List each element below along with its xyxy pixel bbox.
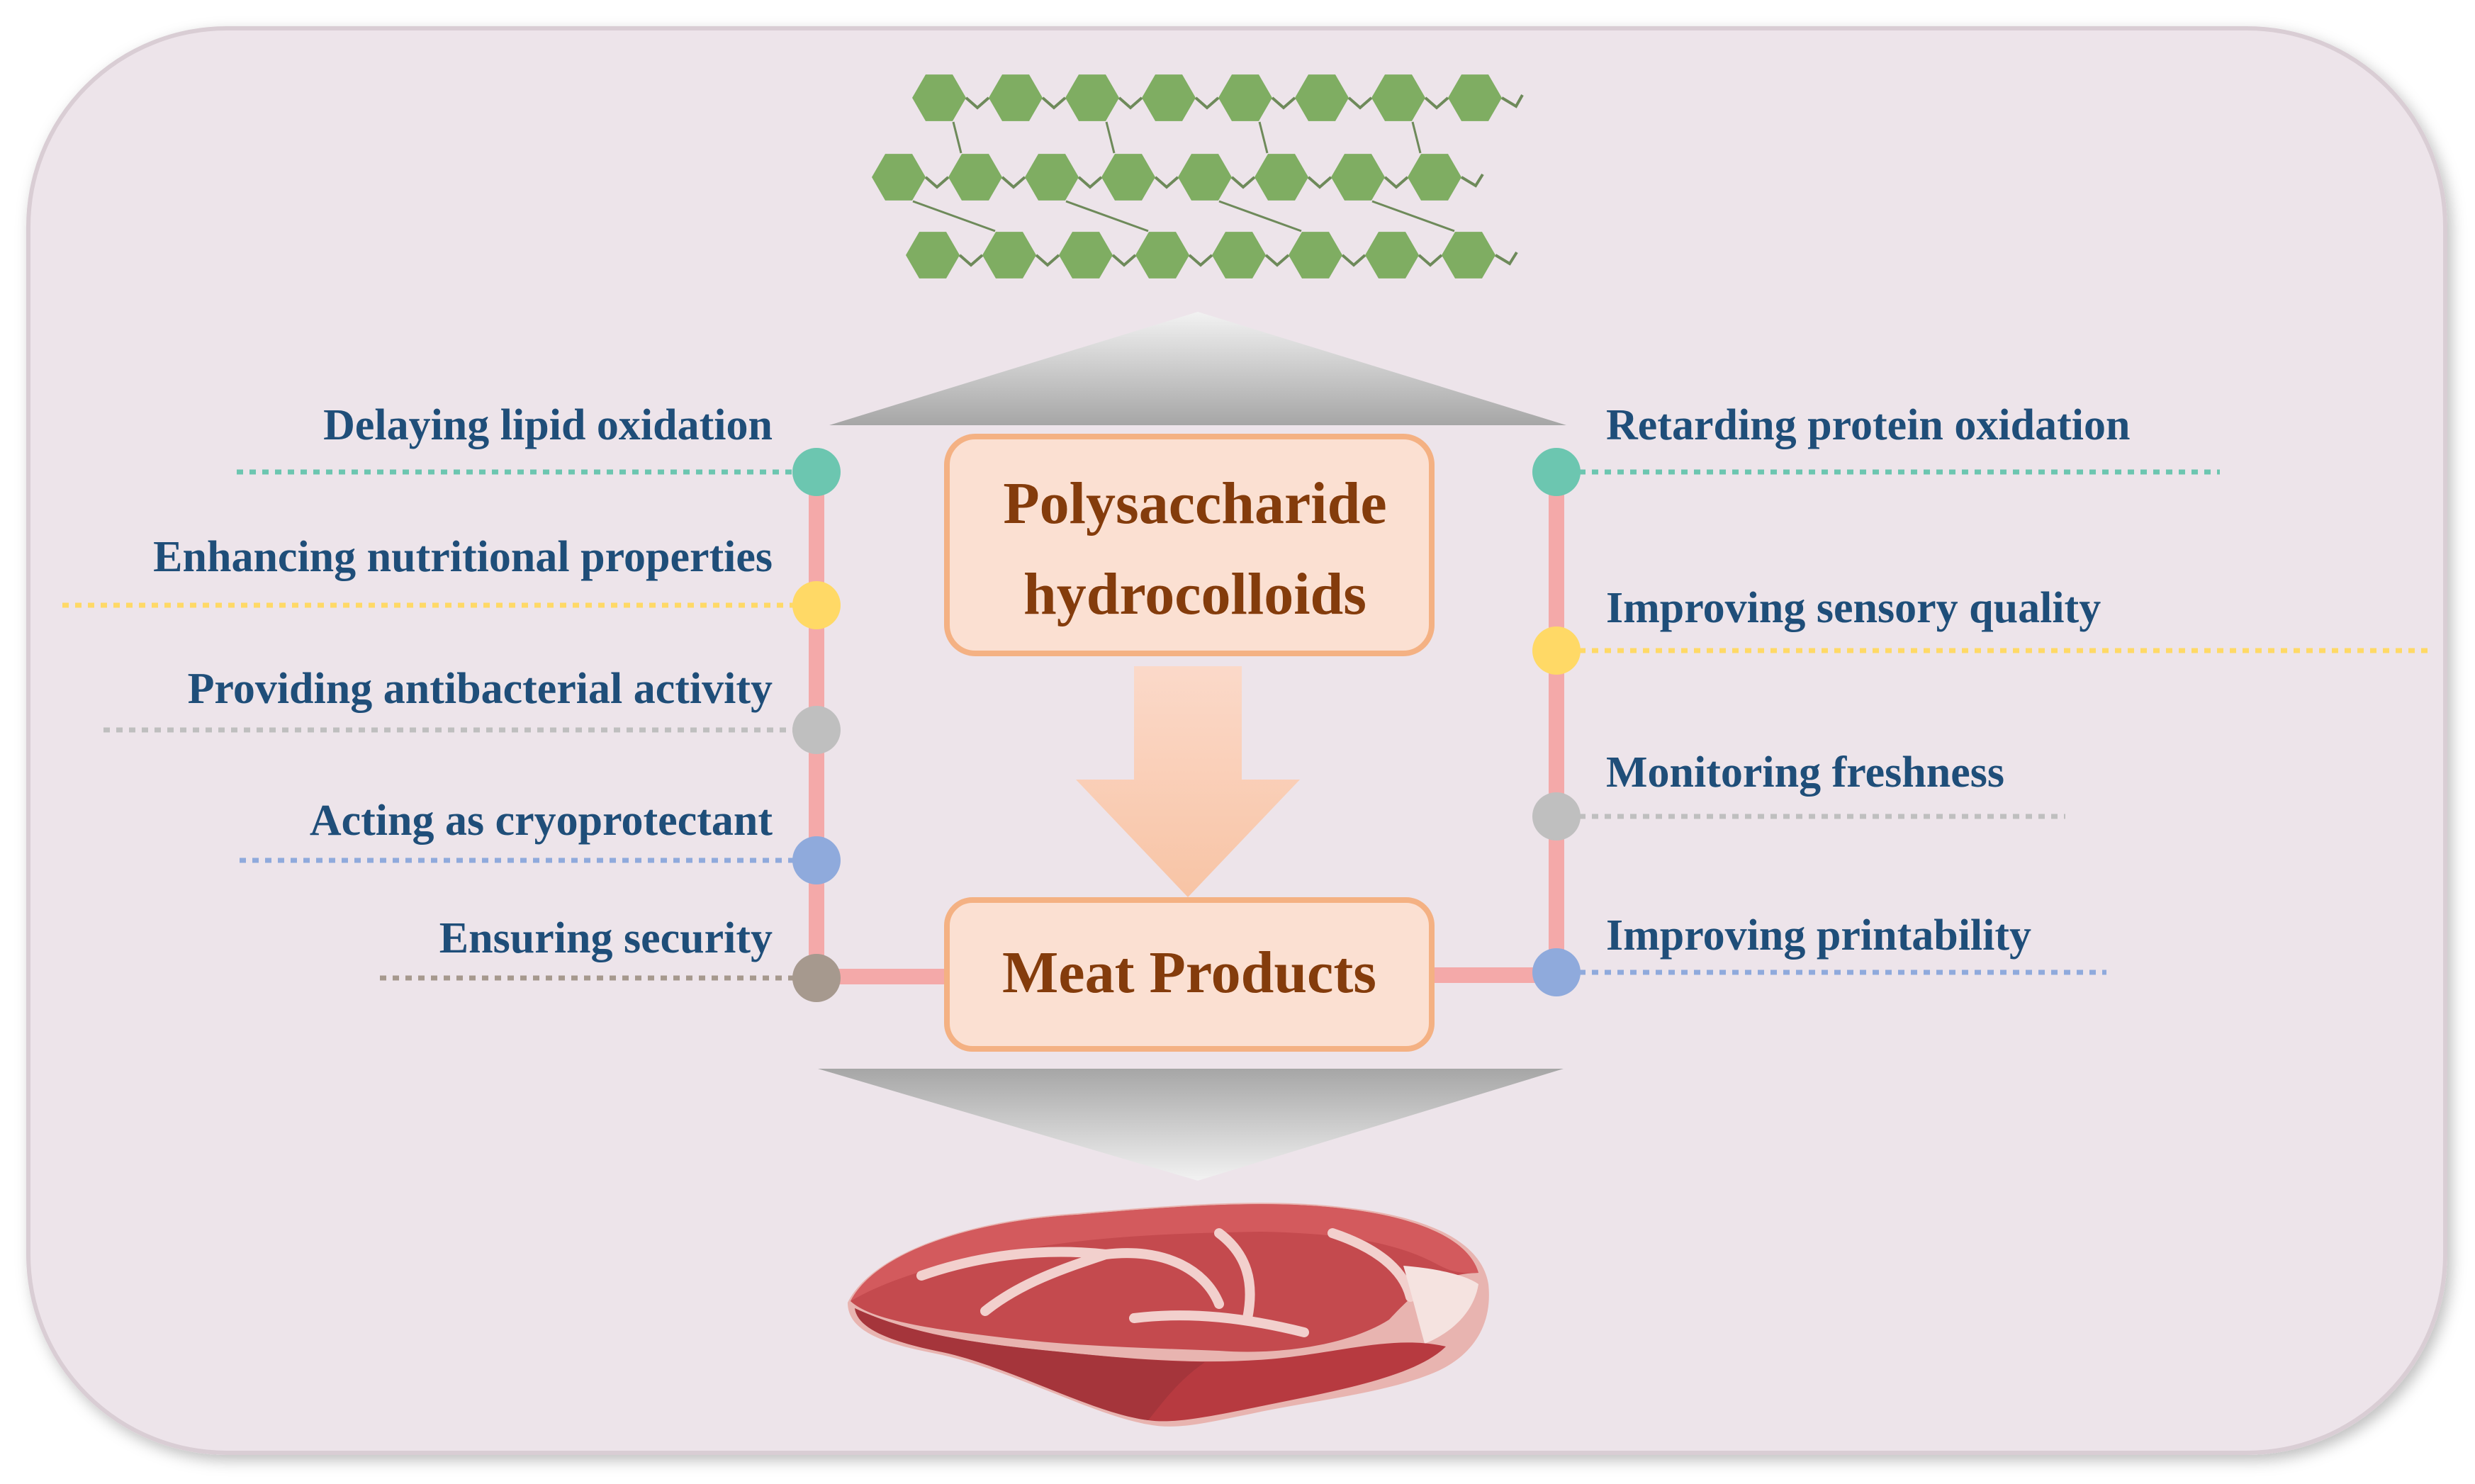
left-item: Enhancing nutritional properties [62, 533, 841, 629]
sugar-ring [1295, 74, 1349, 121]
branch-link [1411, 121, 1422, 154]
steak-icon [848, 1203, 1489, 1427]
sugar-ring [1331, 154, 1385, 201]
connector-dot [792, 581, 841, 629]
glycosidic-bond [1264, 254, 1290, 267]
target-label: Meat Products [1002, 940, 1376, 1006]
left-item: Providing antibacterial activity [103, 665, 841, 754]
glycosidic-bond [1271, 96, 1296, 110]
glycosidic-bond [1041, 96, 1067, 110]
left-item: Delaying lipid oxidation [237, 401, 841, 496]
down-arrow [1076, 666, 1300, 897]
polysaccharide-chain-icon [872, 74, 1524, 279]
glycosidic-bond [1118, 96, 1143, 110]
right-item-label: Improving printability [1606, 911, 2031, 960]
connector-dot [792, 954, 841, 1002]
sugar-ring [1178, 154, 1232, 201]
right-item: Monitoring freshness [1532, 748, 2065, 841]
branch-link [1218, 200, 1302, 232]
left-item: Acting as cryoprotectant [240, 797, 841, 884]
sugar-ring [989, 74, 1043, 121]
sugar-ring [1059, 232, 1113, 279]
sugar-ring [1289, 232, 1342, 279]
sugar-ring [1212, 232, 1266, 279]
glycosidic-bond [1347, 96, 1373, 110]
left-item-label: Ensuring security [439, 914, 773, 962]
sugar-ring [948, 154, 1002, 201]
top-triangle [829, 312, 1566, 425]
left-item: Ensuring security [380, 914, 841, 1002]
glycosidic-bond [924, 176, 950, 189]
source-line1: Polysaccharide [1003, 471, 1386, 536]
connector-dot [792, 706, 841, 754]
sugar-ring [912, 74, 966, 121]
sugar-ring [1101, 154, 1155, 201]
sugar-ring [1218, 74, 1272, 121]
right-item-label: Improving sensory quality [1606, 584, 2101, 632]
connector-dot [792, 448, 841, 496]
glycosidic-bond [1307, 176, 1332, 189]
source-line2: hydrocolloids [1023, 561, 1366, 627]
left-item-label: Acting as cryoprotectant [310, 797, 773, 845]
glycosidic-bond [1384, 176, 1409, 189]
glycosidic-bond [1111, 254, 1137, 267]
sugar-ring [872, 154, 926, 201]
branch-link [1105, 121, 1116, 154]
chain-end [1500, 94, 1524, 108]
glycosidic-bond [1424, 96, 1449, 110]
sugar-ring [1442, 232, 1495, 279]
sugar-ring [1371, 74, 1425, 121]
connector-dot [792, 836, 841, 884]
sugar-ring [982, 232, 1036, 279]
glycosidic-bond [1188, 254, 1213, 267]
sugar-ring [1408, 154, 1461, 201]
branch-link [1371, 200, 1455, 232]
branch-link [1258, 121, 1269, 154]
branch-link [1065, 200, 1149, 232]
glycosidic-bond [1194, 96, 1220, 110]
sugar-ring [1065, 74, 1119, 121]
connector-dot [1532, 626, 1581, 675]
glycosidic-bond [965, 96, 990, 110]
right-item: Improving sensory quality [1532, 584, 2432, 675]
sugar-ring [1135, 232, 1189, 279]
right-item: Retarding protein oxidation [1532, 401, 2220, 496]
sugar-ring [1448, 74, 1502, 121]
connector-dot [1532, 792, 1581, 841]
branch-link [912, 200, 996, 232]
bottom-triangle [818, 1069, 1564, 1181]
sugar-ring [1142, 74, 1196, 121]
chain-end [1460, 173, 1484, 188]
right-item: Improving printability [1532, 911, 2106, 996]
target-box: Meat Products [944, 897, 1435, 1052]
glycosidic-bond [1035, 254, 1060, 267]
glycosidic-bond [1077, 176, 1103, 189]
left-item-label: Providing antibacterial activity [188, 665, 773, 713]
sugar-ring [1025, 154, 1079, 201]
branch-link [952, 121, 962, 154]
left-item-label: Delaying lipid oxidation [323, 401, 773, 449]
glycosidic-bond [1154, 176, 1179, 189]
glycosidic-bond [958, 254, 984, 267]
right-item-label: Monitoring freshness [1606, 748, 2004, 797]
right-item-label: Retarding protein oxidation [1606, 401, 2130, 449]
sugar-ring [1365, 232, 1419, 279]
glycosidic-bond [1230, 176, 1256, 189]
source-box: Polysaccharide hydrocolloids [944, 434, 1435, 656]
connector-dot [1532, 948, 1581, 996]
connector-dot [1532, 448, 1581, 496]
sugar-ring [1255, 154, 1308, 201]
glycosidic-bond [1341, 254, 1366, 267]
glycosidic-bond [1001, 176, 1026, 189]
sugar-ring [906, 232, 960, 279]
glycosidic-bond [1418, 254, 1443, 267]
left-item-label: Enhancing nutritional properties [153, 533, 773, 581]
chain-end [1494, 251, 1518, 266]
